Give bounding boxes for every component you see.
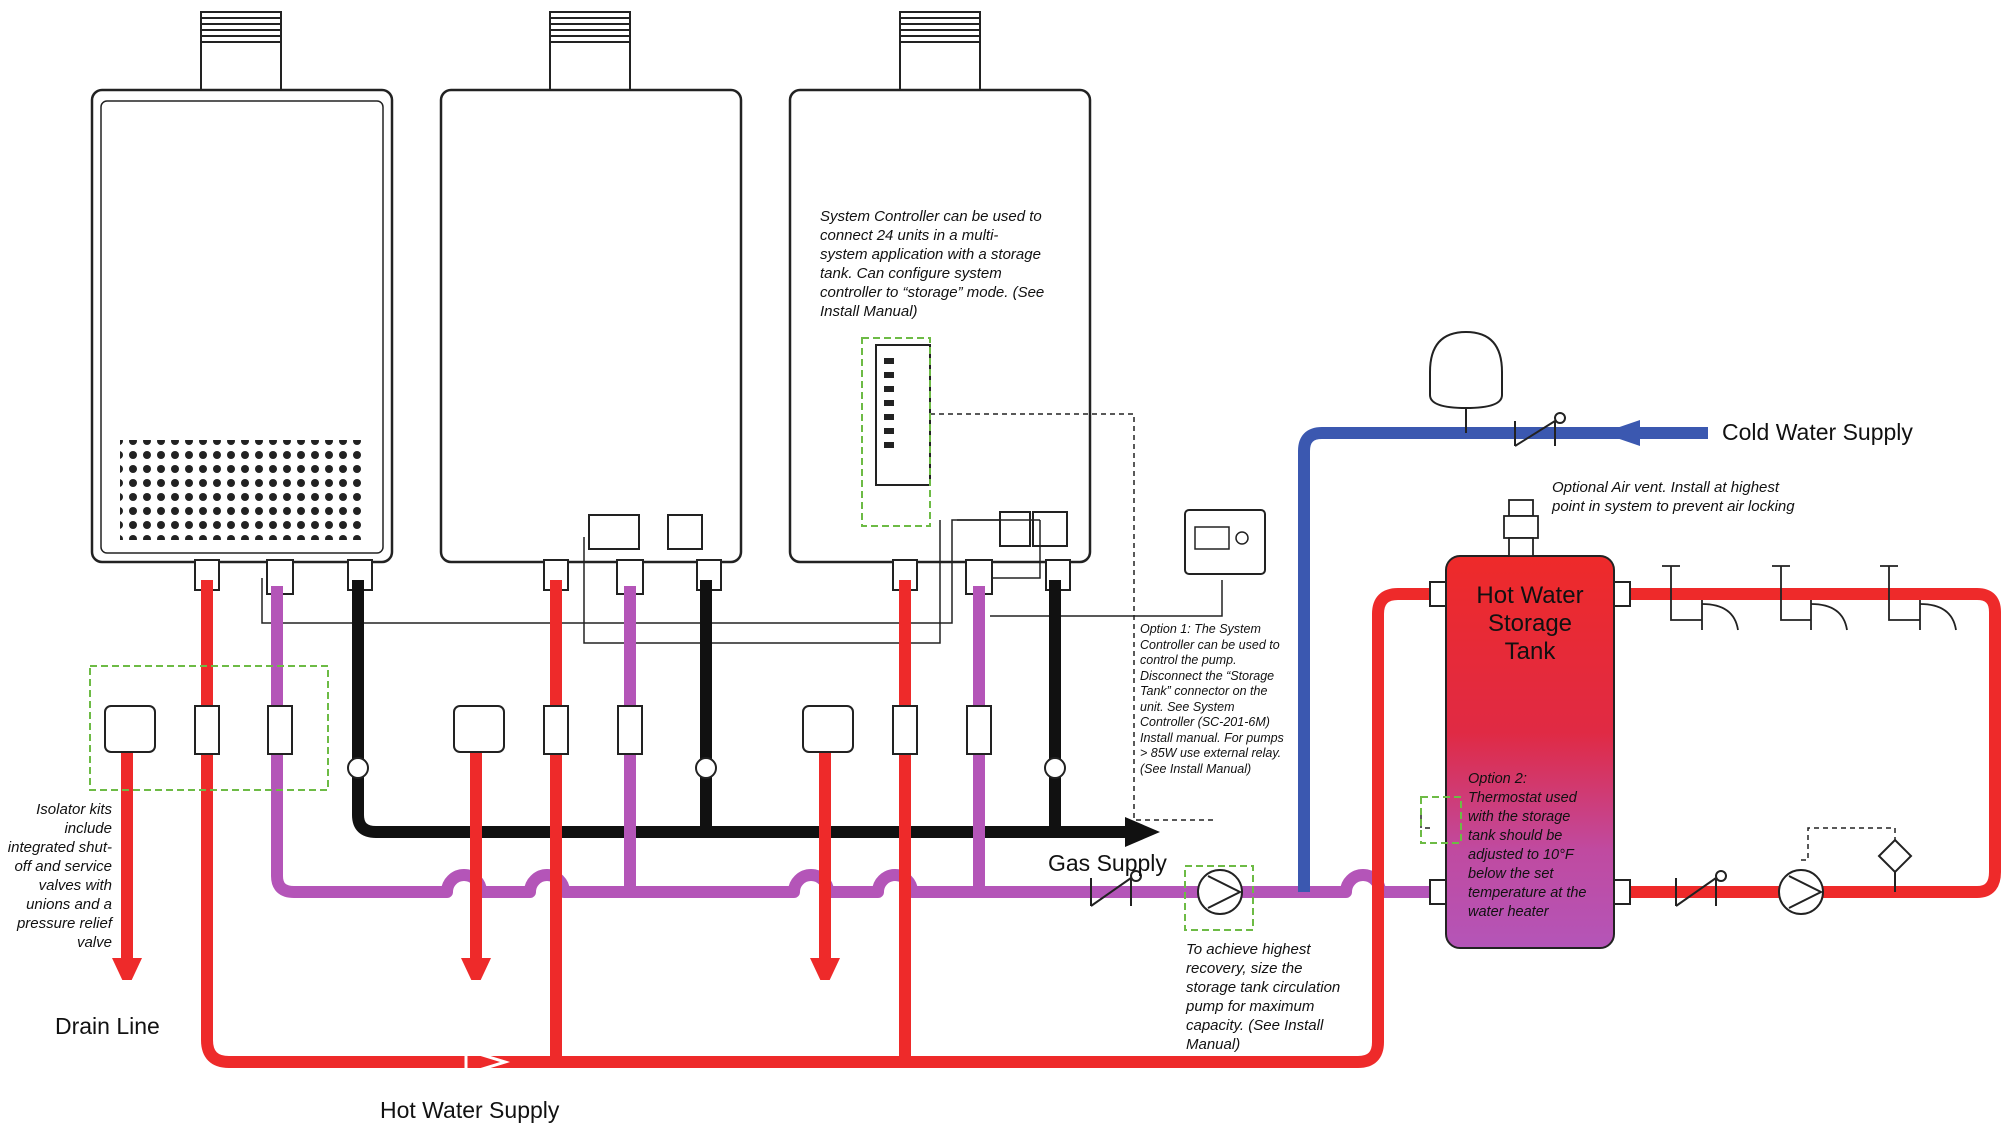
isolator-valves [104, 705, 992, 755]
controller-signal-wires [930, 413, 1896, 861]
expansion-tank [1429, 330, 1503, 433]
option1-note: Option 1: The System Controller can be u… [1140, 622, 1284, 776]
check-valve-cold [1514, 412, 1566, 447]
isolator-note: Isolator kits include integrated shut-of… [7, 801, 112, 951]
water-heater-unit-2 [439, 11, 743, 564]
gas-supply-label: Gas Supply [1048, 850, 1167, 876]
tank-title: Hot Water Storage Tank [1476, 582, 1584, 665]
cold-water-pipes [1298, 427, 1702, 892]
water-heater-unit-1 [90, 11, 394, 564]
gas-valves [347, 757, 1066, 779]
system-controller [1184, 509, 1266, 575]
cold-supply-pipe-end [1690, 427, 1708, 439]
cold-water-supply-label: Cold Water Supply [1722, 419, 1913, 445]
drain-arrows [112, 958, 840, 990]
check-valve-recirc [1090, 870, 1142, 907]
gas-pipes [352, 580, 1130, 838]
air-vent [1503, 499, 1539, 557]
cold-supply-arrow [1602, 420, 1640, 446]
hot-water-supply-label: Hot Water Supply [380, 1097, 560, 1123]
gas-supply-arrow [1125, 817, 1160, 847]
hot-supply-arrow [464, 1047, 511, 1077]
drain-ends [119, 980, 833, 998]
recovery-note: To achieve highest recovery, size the st… [1186, 941, 1341, 1053]
air-vent-note: Optional Air vent. Install at highest po… [1552, 479, 1795, 515]
control-wiring [261, 519, 1223, 644]
check-valve-loop [1675, 870, 1727, 907]
highlight-boxes [89, 337, 1462, 931]
flow-switch [1877, 838, 1913, 892]
controller-note: System Controller can be used to connect… [820, 208, 1045, 320]
option2-note: Option 2: Thermostat used with the stora… [1468, 771, 1587, 920]
hot-water-pipes [121, 580, 2001, 1068]
loop-circulation-pump [1778, 869, 1824, 915]
drain-line-label: Drain Line [55, 1013, 160, 1039]
hot-loop-fixtures [1662, 565, 1957, 631]
storage-circulation-pump [1197, 869, 1243, 915]
